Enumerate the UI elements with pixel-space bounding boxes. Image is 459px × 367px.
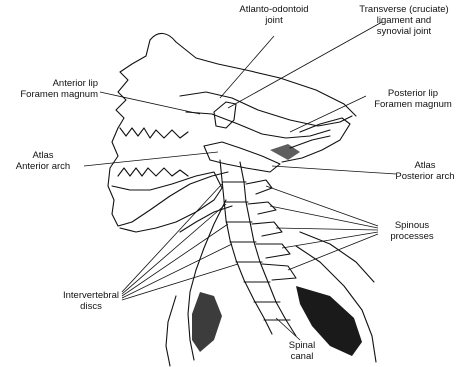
label-intervertebral-discs: Intervertebral discs xyxy=(56,290,126,312)
label-atlas-posterior-arch: Atlas Posterior arch xyxy=(392,160,458,182)
spinous-process-3 xyxy=(252,222,282,236)
spinous-process-2 xyxy=(248,202,276,214)
label-atlanto-odontoid-joint: Atlanto-odontoid joint xyxy=(232,4,316,26)
spinous-process-5 xyxy=(262,264,296,280)
upper-teeth xyxy=(120,128,188,138)
spinous-process-4 xyxy=(256,244,290,258)
label-spinous-processes: Spinous processes xyxy=(380,220,444,242)
face-outline xyxy=(108,40,228,226)
label-posterior-lip-foramen-magnum: Posterior lip Foramen magnum xyxy=(368,88,458,110)
skull-base xyxy=(180,92,352,126)
label-atlas-anterior-arch: Atlas Anterior arch xyxy=(4,150,82,172)
label-anterior-lip-foramen-magnum: Anterior lip Foramen magnum xyxy=(2,78,98,100)
nose xyxy=(150,33,356,116)
lower-teeth xyxy=(118,168,188,176)
label-spinal-canal: Spinal canal xyxy=(282,340,322,362)
label-transverse-ligament: Transverse (cruciate) ligament and synov… xyxy=(352,4,456,37)
atlas xyxy=(204,142,280,172)
vertebral-column-front xyxy=(220,160,272,334)
vertebral-column-back xyxy=(240,162,296,336)
shaded-region-neck xyxy=(192,292,222,352)
